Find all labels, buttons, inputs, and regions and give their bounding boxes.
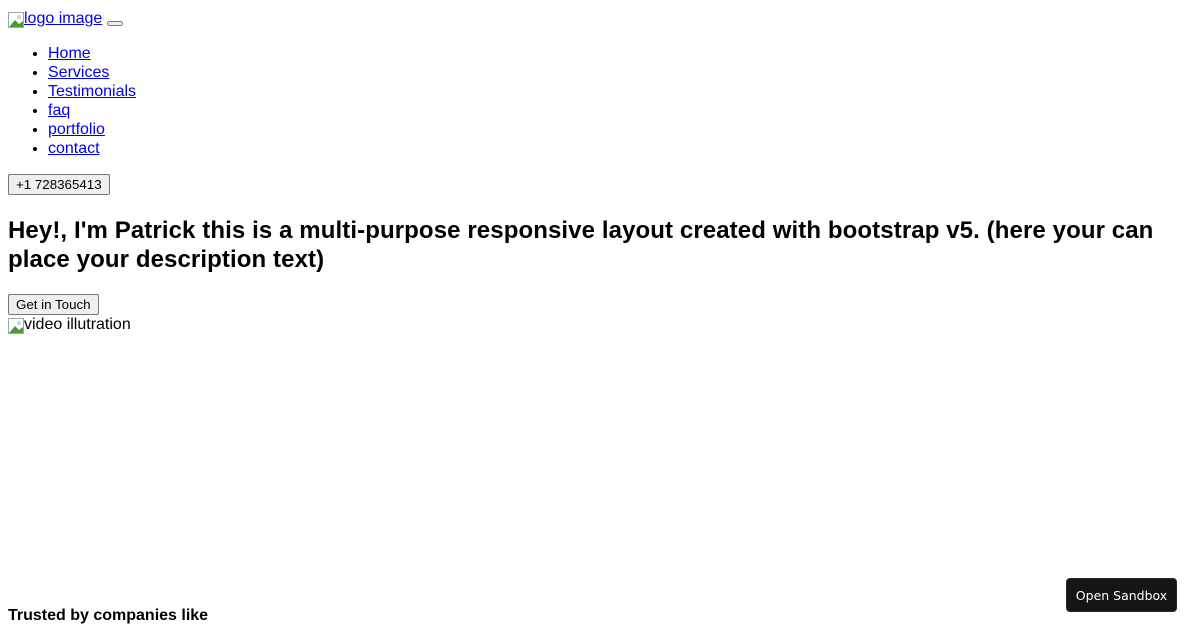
nav-item-faq: faq [48, 101, 1192, 120]
nav-item-testimonials: Testimonials [48, 82, 1192, 101]
trusted-heading: Trusted by companies like [8, 607, 209, 624]
nav-item-contact: contact [48, 139, 1192, 158]
logo-link[interactable]: logo image [8, 9, 102, 28]
nav-item-services: Services [48, 63, 1192, 82]
nav-item-home: Home [48, 44, 1192, 63]
nav-link-services[interactable]: Services [48, 64, 110, 81]
nav-link-faq[interactable]: faq [48, 102, 71, 119]
navbar-brand-row: logo image [8, 8, 1192, 28]
illustration-alt-text: video illutration [24, 316, 131, 333]
phone-button[interactable]: +1 728365413 [8, 174, 110, 195]
broken-image-icon [8, 12, 24, 28]
illustration-space [8, 334, 1192, 606]
get-in-touch-button[interactable]: Get in Touch [8, 294, 99, 315]
logo-alt-text: logo image [24, 10, 103, 27]
nav-list: Home Services Testimonials faq portfolio… [8, 44, 1192, 158]
nav-link-testimonials[interactable]: Testimonials [48, 83, 137, 100]
open-sandbox-button[interactable]: Open Sandbox [1066, 578, 1177, 612]
nav-link-home[interactable]: Home [48, 45, 91, 62]
navbar-toggler-button[interactable] [107, 21, 124, 26]
video-illustration: video illutration [8, 315, 1192, 334]
broken-image-icon [8, 318, 24, 334]
nav-link-contact[interactable]: contact [48, 140, 100, 157]
nav-link-portfolio[interactable]: portfolio [48, 121, 105, 138]
nav-item-portfolio: portfolio [48, 120, 1192, 139]
hero-title: Hey!, I'm Patrick this is a multi-purpos… [8, 217, 1154, 273]
